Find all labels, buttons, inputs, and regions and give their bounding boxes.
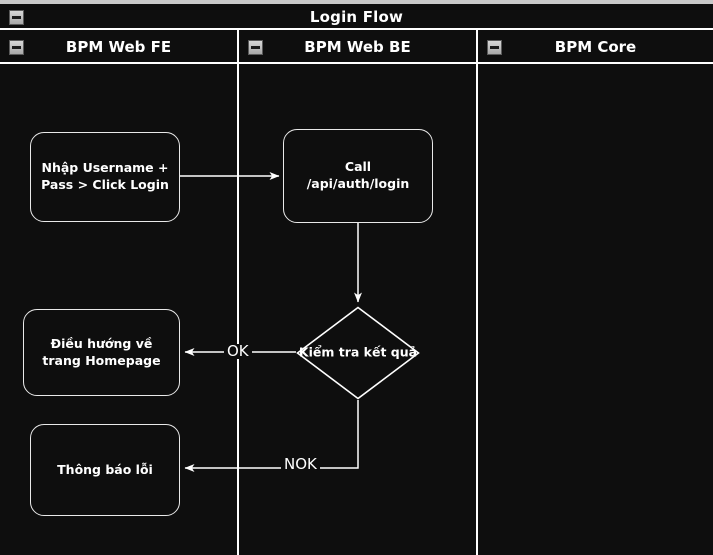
pool-login-flow: Login Flow BPM Web FE BPM Web BE BPM Cor… (0, 4, 713, 555)
edge-label-ok: OK (224, 344, 252, 359)
minus-icon[interactable] (487, 40, 502, 55)
pool-title: Login Flow (0, 4, 713, 30)
decision-node-check-result[interactable]: Kiểm tra kết quả (296, 306, 420, 400)
diamond-shape (296, 306, 420, 400)
task-node-show-error[interactable]: Thông báo lỗi (30, 424, 180, 516)
lane-bpm-web-fe: BPM Web FE (0, 30, 237, 555)
minus-icon[interactable] (9, 40, 24, 55)
task-node-call-api[interactable]: Call /api/auth/login (283, 129, 433, 223)
minus-icon[interactable] (9, 10, 24, 25)
edge-label-nok: NOK (281, 457, 320, 472)
lane-bpm-core: BPM Core (476, 30, 713, 555)
lane-bpm-web-be: BPM Web BE (237, 30, 476, 555)
lane-header-label: BPM Web BE (239, 30, 476, 64)
lane-header-label: BPM Web FE (0, 30, 237, 64)
task-node-redirect-homepage[interactable]: Điều hướng về trang Homepage (23, 309, 180, 396)
task-node-input[interactable]: Nhập Username + Pass > Click Login (30, 132, 180, 222)
lane-header-label: BPM Core (478, 30, 713, 64)
minus-icon[interactable] (248, 40, 263, 55)
decision-node-label: Kiểm tra kết quả (298, 344, 418, 360)
